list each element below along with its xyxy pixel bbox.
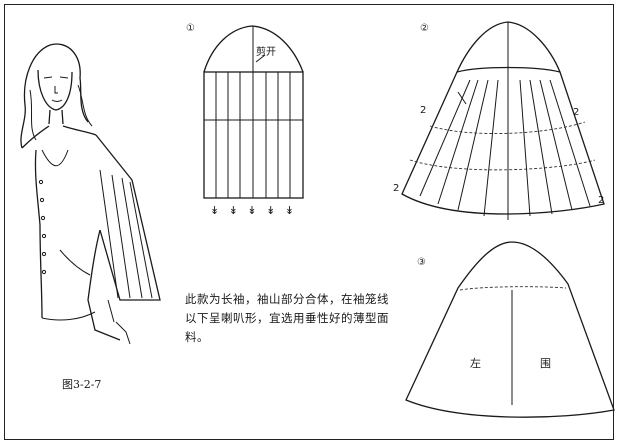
sleeve-left-label: 左	[470, 357, 481, 370]
spread-value-bottom-right: 2	[598, 195, 605, 206]
panel-3-final	[405, 241, 615, 418]
panel-1-sleeve	[203, 25, 304, 199]
spread-value-bottom-left: 2	[393, 183, 400, 194]
panel-1-marker: ①	[186, 23, 195, 34]
spread-value-top-left: 2	[420, 105, 427, 116]
woman-illustration	[20, 43, 161, 345]
sleeve-right-label: 围	[540, 357, 551, 370]
panel-2-spread	[401, 21, 605, 220]
panel-2-marker: ②	[420, 23, 429, 34]
figure-frame	[4, 4, 614, 440]
figure-label: 图3-2-7	[62, 378, 102, 391]
spread-value-top-right: 2	[573, 107, 580, 118]
panel-3-marker: ③	[417, 257, 426, 268]
cut-marks: ↡ ↡ ↡ ↡ ↡	[210, 204, 298, 217]
cut-label: 剪开	[256, 47, 276, 58]
description-caption: 此款为长袖，袖山部分合体，在袖笼线以下呈喇叭形，宜选用垂性好的薄型面料。	[185, 292, 389, 344]
